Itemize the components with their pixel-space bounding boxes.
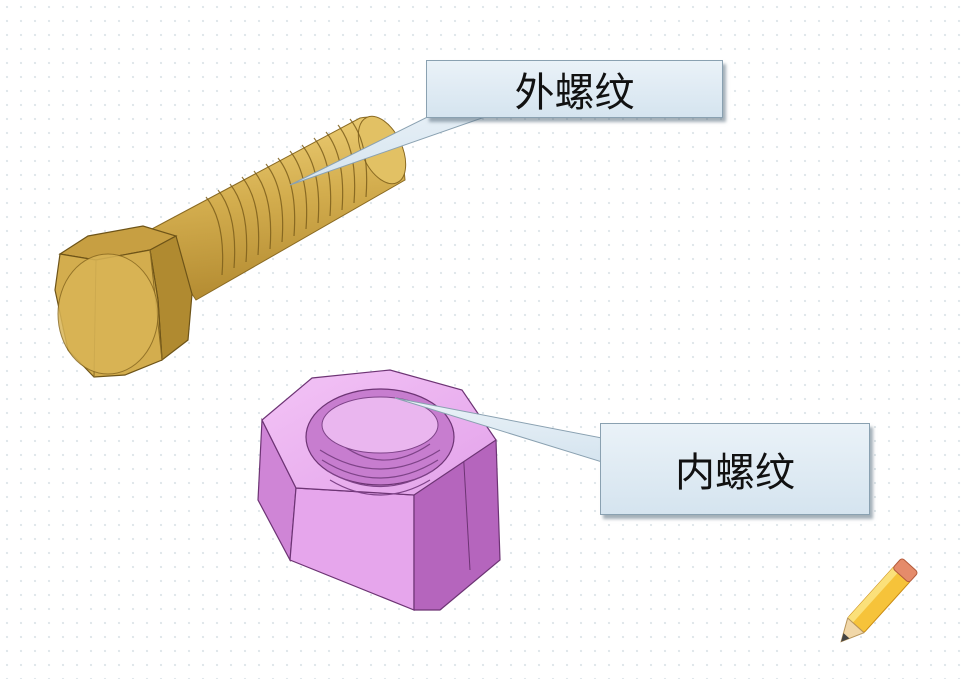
bolt <box>54 115 407 378</box>
external-thread-label: 外螺纹 <box>514 70 635 116</box>
pencil-icon <box>840 558 918 643</box>
nut <box>257 369 501 611</box>
nut-side-front <box>289 487 415 611</box>
external-thread-callout: 外螺纹 <box>426 60 723 118</box>
internal-thread-callout: 内螺纹 <box>600 423 870 515</box>
internal-thread-label: 内螺纹 <box>675 450 795 496</box>
